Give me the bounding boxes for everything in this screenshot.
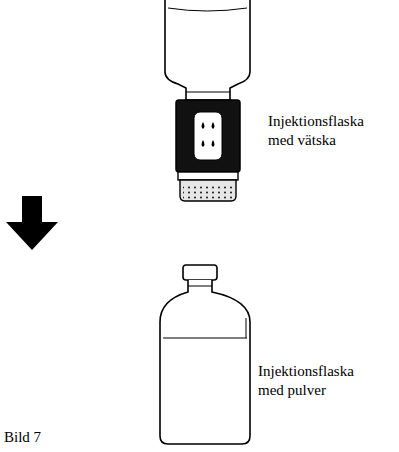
figure-number: Bild 7 xyxy=(4,428,41,447)
part-label: Injektionsflaska med vätska xyxy=(268,112,386,150)
transfer-adapter xyxy=(176,100,240,201)
part-label: Injektionsflaska med pulver xyxy=(258,362,376,400)
direction-arrow xyxy=(6,196,58,250)
powder-vial xyxy=(160,265,250,444)
liquid-vial xyxy=(165,0,250,100)
